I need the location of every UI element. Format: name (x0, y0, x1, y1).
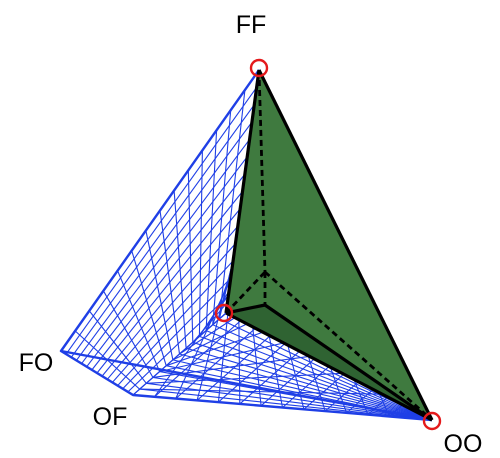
edge-bottom (225, 311, 433, 422)
edge-corner-oo (225, 303, 433, 422)
hidden-edge-vertical (257, 69, 267, 273)
vertex-markers (214, 58, 442, 431)
vertex-label-ff: FF (236, 11, 267, 39)
hidden-edges (224, 69, 433, 422)
mesh-boundary-fo-oo (60, 349, 433, 422)
mesh-line-v (152, 376, 433, 421)
mesh-line-v (179, 353, 433, 421)
vertex-marker-center (214, 303, 234, 323)
vertex-label-fo: FO (19, 349, 54, 377)
mesh-line-u (111, 243, 236, 383)
mesh-line-u (106, 225, 239, 380)
mesh-line-v (146, 382, 433, 421)
mesh-line-u (117, 260, 234, 386)
mesh-line-u (324, 381, 359, 412)
mesh-line-v (102, 290, 154, 378)
mesh-line-v (172, 359, 433, 421)
hidden-edge-right (264, 270, 433, 422)
mesh-line-u (303, 373, 345, 410)
vertex-label-of: OF (93, 403, 128, 431)
mesh-line-v (131, 250, 167, 366)
mesh-line-v (117, 270, 161, 372)
vertex-marker-ff (249, 58, 269, 78)
mesh-line-u (101, 208, 241, 377)
mesh-line-v (145, 230, 174, 361)
mesh-line-v (175, 278, 232, 399)
vertex-marker-oo (422, 411, 442, 431)
mesh-line-u (127, 295, 229, 393)
mesh-line-v (88, 310, 147, 384)
mesh-line-u (122, 277, 232, 390)
vertex-label-oo: OO (444, 430, 483, 458)
mesh-line-v (159, 210, 181, 355)
edge-ff-fo-corner (224, 69, 261, 314)
green-surface (226, 70, 432, 420)
green-facet-side (226, 305, 432, 420)
mesh-boundary (59, 69, 433, 422)
mesh-line-u (346, 388, 374, 414)
edge-ff-oo (257, 69, 434, 421)
visible-edges (224, 69, 434, 422)
